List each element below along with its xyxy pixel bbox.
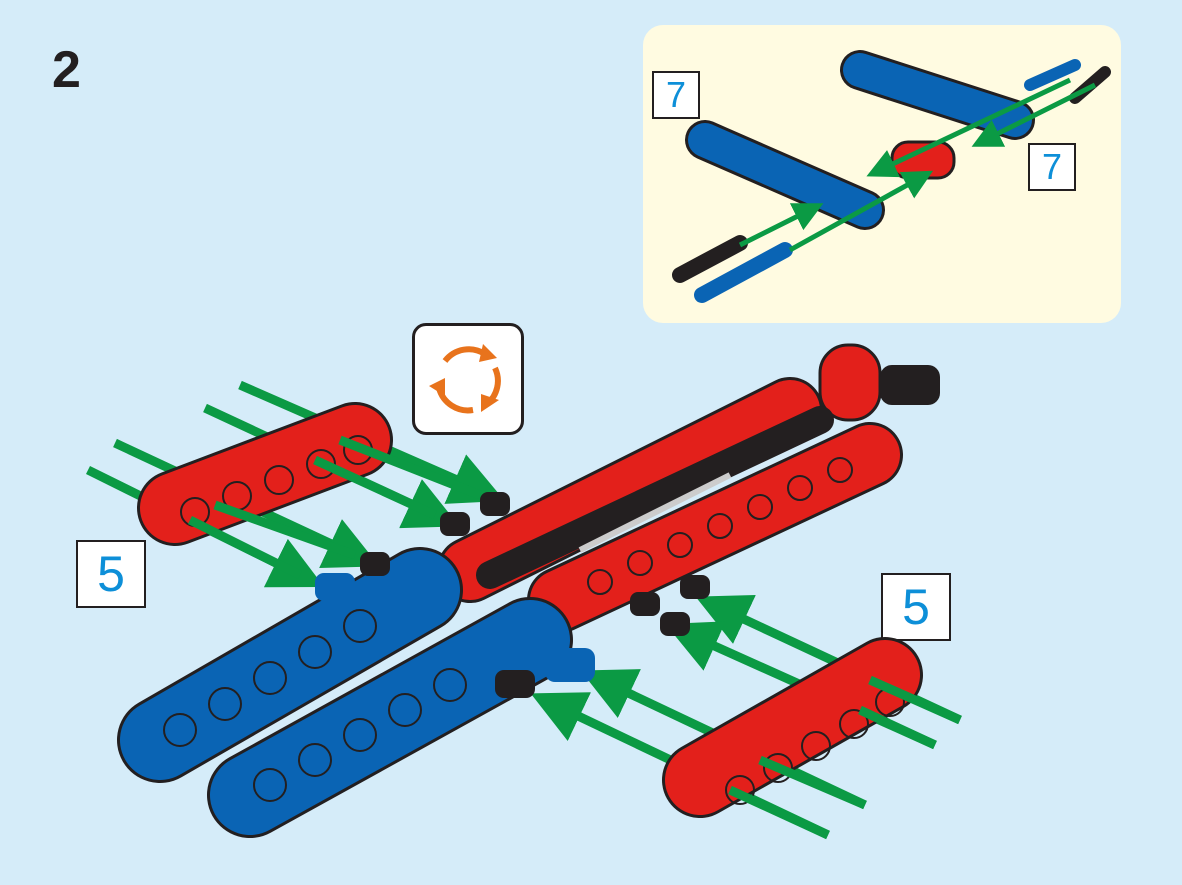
quantity-left: 5 [76, 540, 146, 608]
quantity-right: 5 [881, 573, 951, 641]
inset-quantity-left: 7 [652, 71, 700, 119]
main-model [117, 343, 940, 838]
inset-quantity-right: 7 [1028, 143, 1076, 191]
step-number: 2 [52, 41, 81, 99]
inset-parts [672, 50, 1111, 303]
red-beam-right [662, 637, 923, 818]
rotate-model-icon [412, 323, 524, 435]
